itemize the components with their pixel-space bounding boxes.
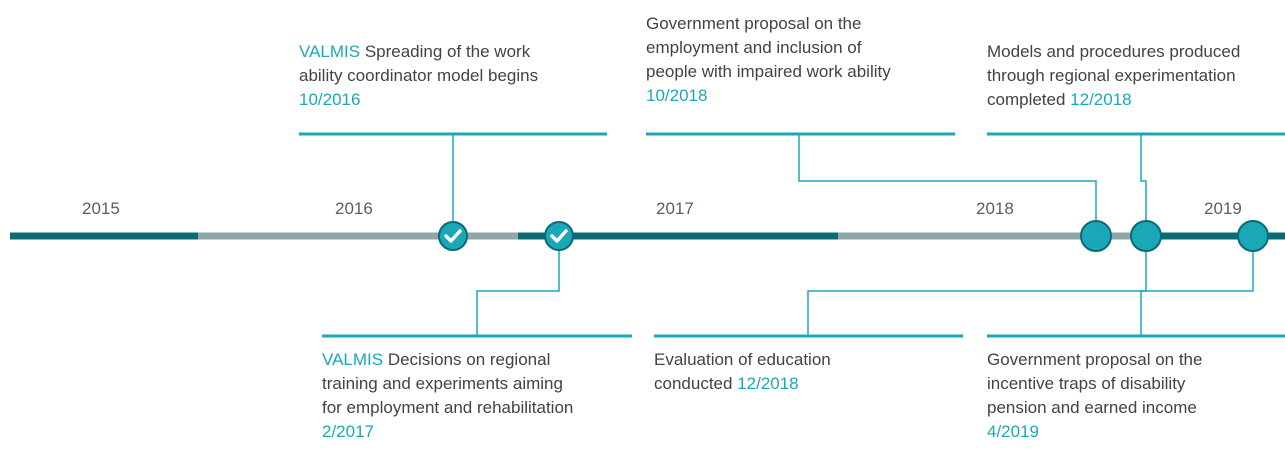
event-tag: VALMIS	[322, 350, 384, 369]
event-description: Spreading of the work ability coordinato…	[299, 42, 539, 85]
event-date: 4/2019	[987, 422, 1039, 441]
event-date: 10/2016	[299, 90, 361, 109]
connectors	[452, 134, 1254, 336]
year-label-2018: 2018	[976, 199, 1014, 218]
year-label-2017: 2017	[656, 199, 694, 218]
connector-event-2	[476, 236, 560, 336]
event-4-text: Models and procedures produced through r…	[987, 40, 1285, 112]
event-description: Models and procedures produced through r…	[987, 42, 1241, 109]
connector-event-6	[1140, 236, 1254, 336]
milestone-marker-3	[1080, 220, 1112, 252]
event-2-text: VALMIS Decisions on regional training an…	[322, 348, 642, 444]
milestone-marker-6	[1237, 220, 1269, 252]
milestone-check-marker-2	[544, 221, 574, 251]
event-description: Government proposal on the incentive tra…	[987, 350, 1203, 417]
check-icon	[444, 229, 462, 243]
connector-event-5	[807, 236, 1147, 336]
year-label-2019: 2019	[1204, 199, 1242, 218]
connector-event-3	[798, 134, 1097, 236]
year-label-2016: 2016	[335, 199, 373, 218]
event-tag: VALMIS	[299, 42, 361, 61]
event-5-text: Evaluation of education conducted 12/201…	[654, 348, 954, 396]
event-date: 2/2017	[322, 422, 374, 441]
event-description: Evaluation of education conducted	[654, 350, 831, 393]
text-underlines	[299, 132, 1285, 338]
event-date: 10/2018	[646, 86, 708, 105]
event-date: 12/2018	[737, 374, 799, 393]
event-date: 12/2018	[1070, 90, 1132, 109]
event-1-text: VALMIS Spreading of the work ability coo…	[299, 40, 609, 112]
year-label-2015: 2015	[82, 199, 120, 218]
event-description: Government proposal on the employment an…	[646, 14, 891, 81]
event-3-text: Government proposal on the employment an…	[646, 12, 956, 108]
milestone-marker-4	[1130, 220, 1162, 252]
check-icon	[550, 229, 568, 243]
milestone-check-marker-1	[438, 221, 468, 251]
markers	[438, 220, 1269, 252]
event-description: Decisions on regional training and exper…	[322, 350, 574, 417]
connector-event-4	[1140, 134, 1147, 236]
event-6-text: Government proposal on the incentive tra…	[987, 348, 1285, 444]
